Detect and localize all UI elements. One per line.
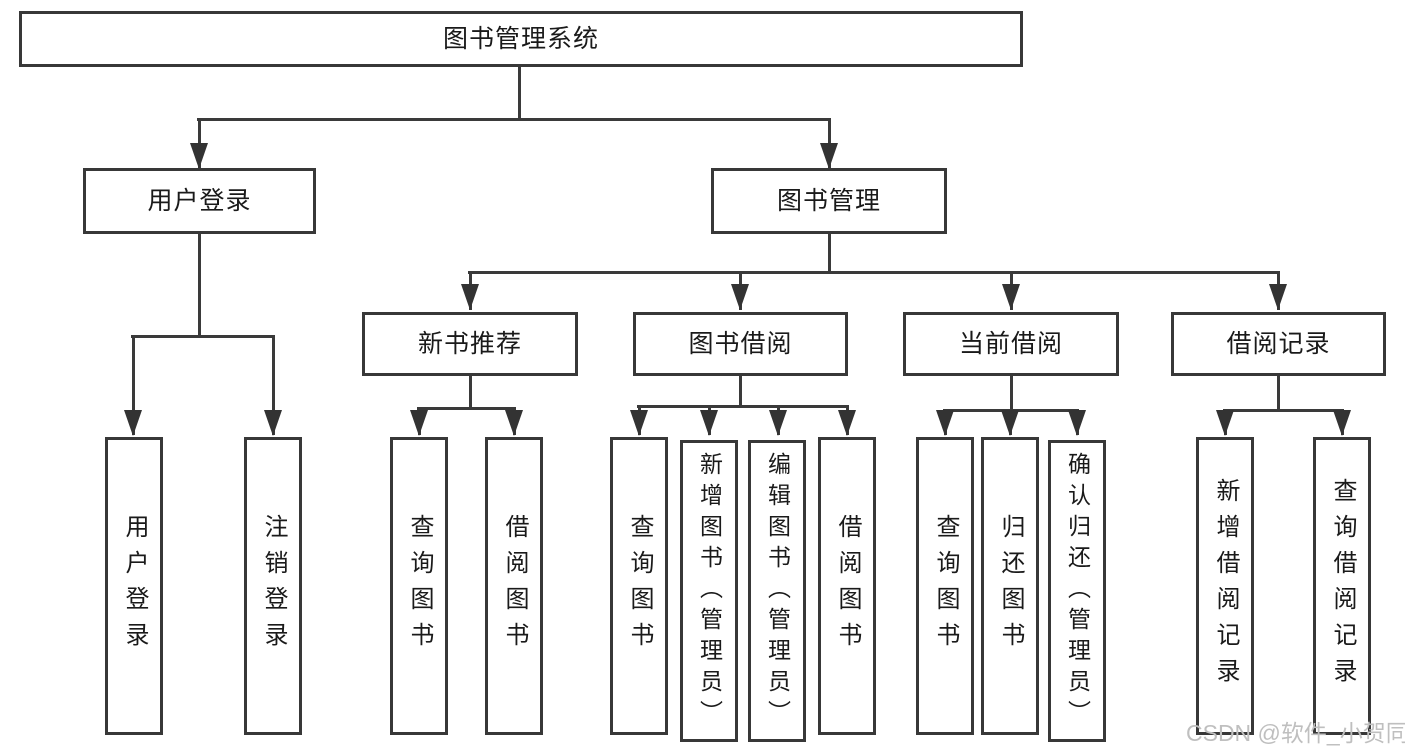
leaf-records-query-record: 查询借阅记录 — [1313, 437, 1371, 735]
connector-line — [131, 335, 275, 338]
connector-line — [637, 405, 849, 408]
connector-line — [198, 234, 201, 335]
arrowhead-down-icon — [1333, 410, 1351, 436]
leaf-records-add-record: 新增借阅记录 — [1196, 437, 1254, 735]
node-book-management-label: 图书管理 — [776, 186, 881, 215]
connector-line — [739, 376, 742, 405]
leaf-borrow-add-book-admin: 新增图书（管理员） — [680, 440, 738, 742]
arrowhead-down-icon — [1001, 410, 1019, 436]
connector-line — [197, 118, 831, 121]
leaf-recommend-borrow-book: 借阅图书 — [485, 437, 543, 735]
arrowhead-down-icon — [461, 284, 479, 310]
leaf-user-login-label: 用户登录 — [121, 514, 148, 658]
leaf-borrow-query-book: 查询图书 — [610, 437, 668, 735]
arrowhead-down-icon — [936, 410, 954, 436]
leaf-borrow-edit-book-admin: 编辑图书（管理员） — [748, 440, 806, 742]
leaf-recommend-borrow-book-label: 借阅图书 — [501, 514, 528, 658]
node-book-management: 图书管理 — [711, 168, 947, 234]
node-new-book-recommend-label: 新书推荐 — [417, 329, 522, 358]
leaf-user-login: 用户登录 — [105, 437, 163, 735]
leaf-current-query-book: 查询图书 — [916, 437, 974, 735]
arrowhead-down-icon — [731, 284, 749, 310]
connector-line — [1010, 376, 1013, 409]
node-book-borrow: 图书借阅 — [633, 312, 848, 376]
leaf-borrow-add-book-admin-label: 新增图书（管理员） — [696, 451, 723, 731]
arrowhead-down-icon — [505, 410, 523, 436]
node-new-book-recommend: 新书推荐 — [362, 312, 578, 376]
leaf-borrow-query-book-label: 查询图书 — [626, 514, 653, 658]
leaf-current-query-book-label: 查询图书 — [932, 514, 959, 658]
arrowhead-down-icon — [1269, 284, 1287, 310]
connector-line — [1277, 376, 1280, 409]
node-borrow-records: 借阅记录 — [1171, 312, 1386, 376]
leaf-current-return-book-label: 归还图书 — [997, 514, 1024, 658]
node-library-system-label: 图书管理系统 — [442, 24, 599, 53]
arrowhead-down-icon — [769, 410, 787, 436]
leaf-borrow-borrow-book-label: 借阅图书 — [834, 514, 861, 658]
leaf-recommend-query-book-label: 查询图书 — [406, 514, 433, 658]
node-current-borrow: 当前借阅 — [903, 312, 1119, 376]
connector-line — [468, 271, 1279, 274]
arrowhead-down-icon — [410, 410, 428, 436]
arrowhead-down-icon — [190, 143, 208, 169]
node-library-system: 图书管理系统 — [19, 11, 1023, 67]
node-user-login: 用户登录 — [83, 168, 316, 234]
leaf-current-return-book: 归还图书 — [981, 437, 1039, 735]
leaf-current-confirm-return-admin-label: 确认归还（管理员） — [1064, 451, 1091, 731]
connector-line — [417, 407, 516, 410]
arrowhead-down-icon — [1068, 410, 1086, 436]
leaf-logout: 注销登录 — [244, 437, 302, 735]
arrowhead-down-icon — [820, 143, 838, 169]
node-borrow-records-label: 借阅记录 — [1226, 329, 1331, 358]
leaf-records-add-record-label: 新增借阅记录 — [1212, 478, 1239, 694]
connector-line — [272, 335, 275, 435]
connector-line — [132, 335, 135, 435]
connector-line — [1223, 409, 1344, 412]
arrowhead-down-icon — [1002, 284, 1020, 310]
leaf-logout-label: 注销登录 — [260, 514, 287, 658]
leaf-borrow-borrow-book: 借阅图书 — [818, 437, 876, 735]
node-book-borrow-label: 图书借阅 — [688, 329, 793, 358]
arrowhead-down-icon — [630, 410, 648, 436]
leaf-current-confirm-return-admin: 确认归还（管理员） — [1048, 440, 1106, 742]
connector-line — [518, 67, 521, 118]
arrowhead-down-icon — [838, 410, 856, 436]
arrowhead-down-icon — [700, 410, 718, 436]
leaf-borrow-edit-book-admin-label: 编辑图书（管理员） — [764, 451, 791, 731]
arrowhead-down-icon — [1216, 410, 1234, 436]
connector-line — [828, 234, 831, 271]
arrowhead-down-icon — [124, 410, 142, 436]
leaf-recommend-query-book: 查询图书 — [390, 437, 448, 735]
arrowhead-down-icon — [264, 410, 282, 436]
watermark: CSDN @软件_小贺同学 — [1186, 720, 1405, 746]
connector-line — [469, 376, 472, 407]
node-current-borrow-label: 当前借阅 — [958, 329, 1063, 358]
leaf-records-query-record-label: 查询借阅记录 — [1329, 478, 1356, 694]
node-user-login-label: 用户登录 — [147, 186, 252, 215]
